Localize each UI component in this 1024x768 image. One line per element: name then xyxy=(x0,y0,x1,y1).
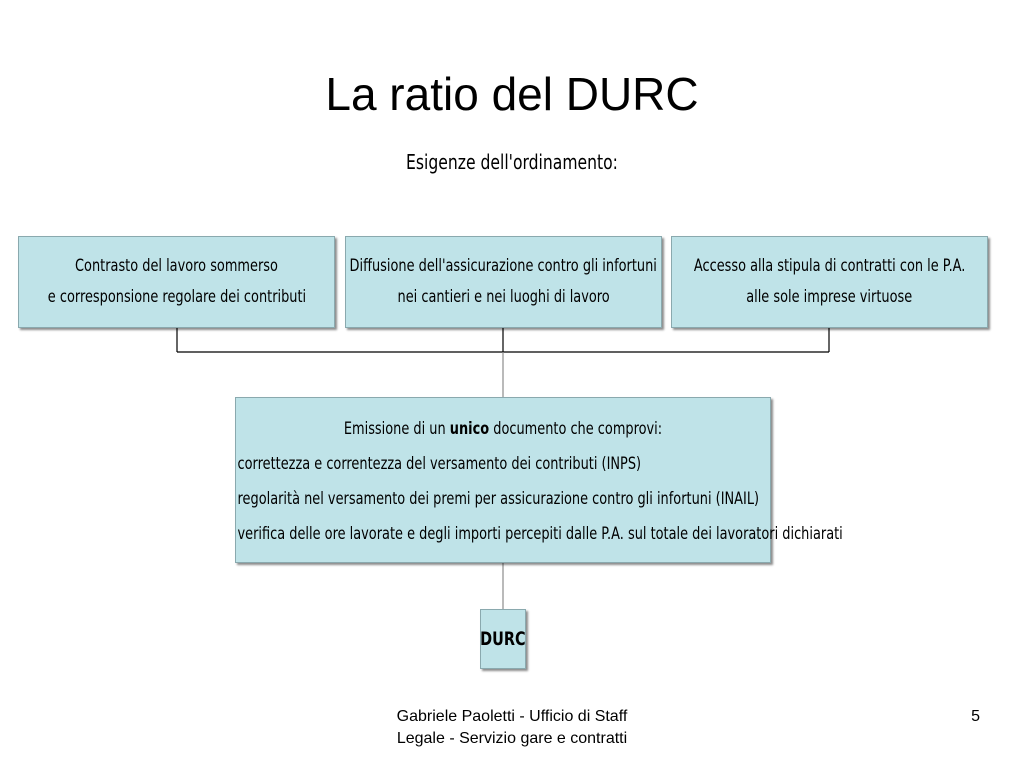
requirement-box-line: Diffusione dell'assicurazione contro gli… xyxy=(349,256,658,276)
heading-text-before: Emissione di un xyxy=(343,419,450,439)
single-document-box: Emissione di un unico documento che comp… xyxy=(235,397,843,563)
requirement-box-line: alle sole imprese virtuose xyxy=(746,287,913,307)
requirement-box-line: Contrasto del lavoro sommerso xyxy=(75,256,278,276)
heading-text-bold: unico xyxy=(449,419,490,439)
requirement-box-undeclared-work: Contrasto del lavoro sommerso e correspo… xyxy=(18,236,335,328)
single-document-item-verification: verifica delle ore lavorate e degli impo… xyxy=(237,524,843,544)
durc-result-box: DURC xyxy=(480,609,526,669)
requirement-box-line: e corresponsione regolare dei contributi xyxy=(47,287,306,307)
heading-text-after: documento che comprovi: xyxy=(489,419,663,439)
footer-line: Legale - Servizio gare e contratti xyxy=(396,730,628,747)
requirement-box-public-contracts: Accesso alla stipula di contratti con le… xyxy=(671,236,988,328)
requirement-box-insurance: Diffusione dell'assicurazione contro gli… xyxy=(345,236,662,328)
requirement-box-line: nei cantieri e nei luoghi di lavoro xyxy=(397,287,610,307)
requirement-box-line: Accesso alla stipula di contratti con le… xyxy=(693,256,966,276)
slide-footer: Gabriele Paoletti - Ufficio di Staff Leg… xyxy=(300,706,724,750)
page-number: 5 xyxy=(971,708,980,725)
durc-result-label: DURC xyxy=(480,628,526,650)
diagram-subtitle: Esigenze dell'ordinamento: xyxy=(406,150,618,174)
slide-title: La ratio del DURC xyxy=(325,68,699,120)
single-document-item-inail: regolarità nel versamento dei premi per … xyxy=(237,489,760,509)
single-document-item-inps: correttezza e correntezza del versamento… xyxy=(237,454,642,474)
single-document-heading: Emissione di un unico documento che comp… xyxy=(300,412,706,447)
footer-line: Gabriele Paoletti - Ufficio di Staff xyxy=(396,708,628,725)
